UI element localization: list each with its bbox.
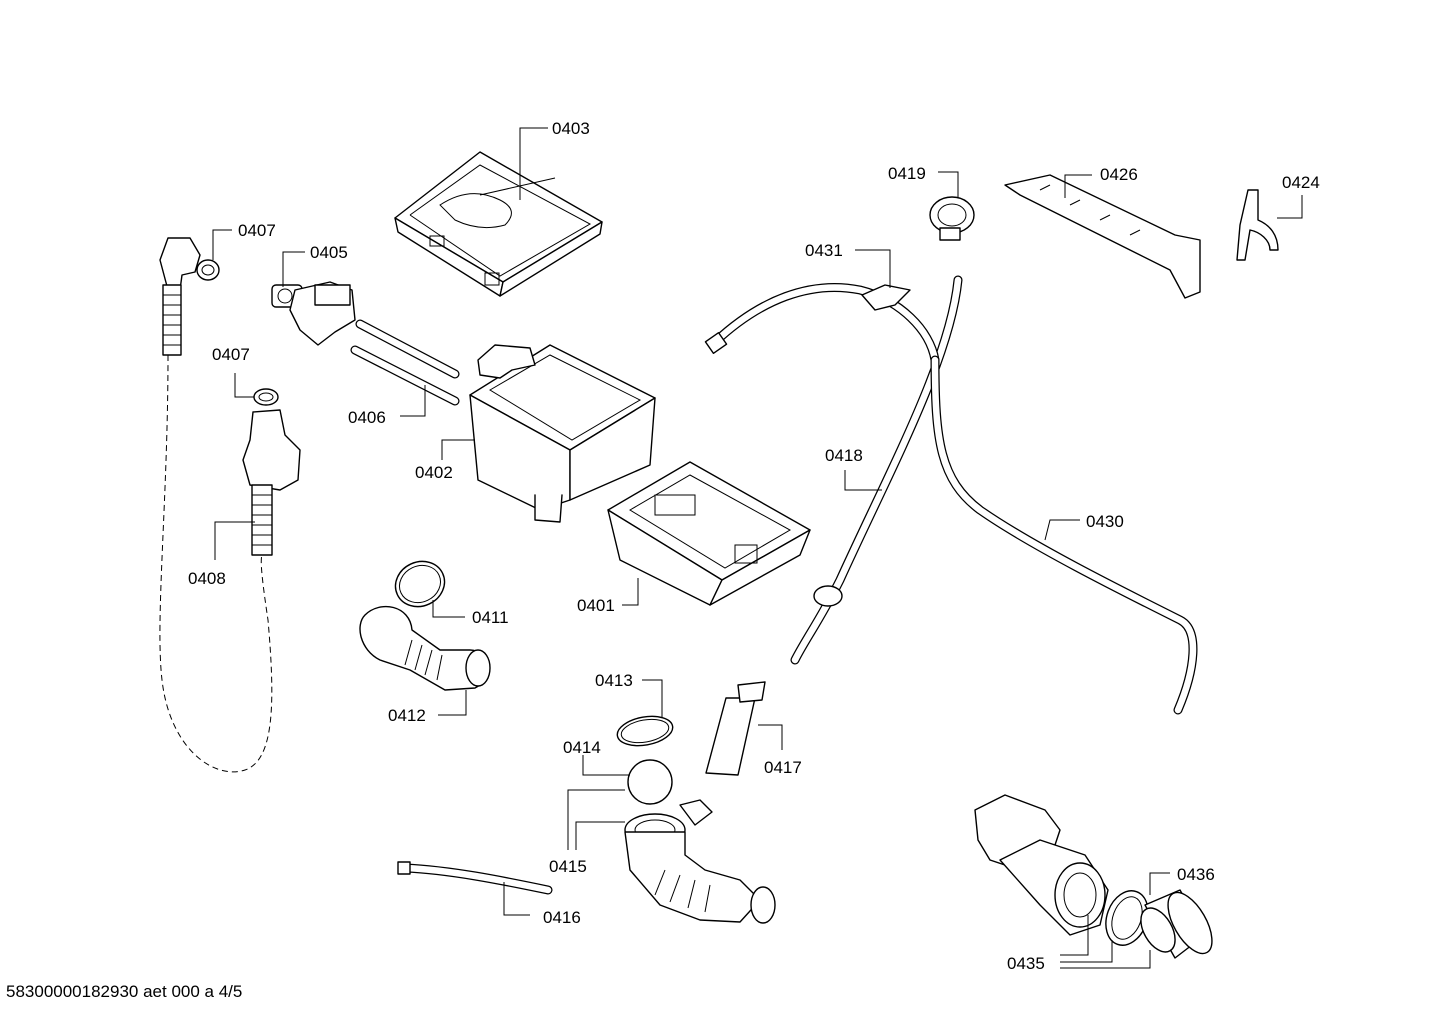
part-0417-sensor	[705, 681, 766, 776]
part-0408-hose-upper	[159, 237, 201, 356]
label-0431: 0431	[805, 241, 843, 260]
part-0412-bellows	[359, 605, 491, 691]
part-0411-ring	[394, 560, 446, 608]
hose-0408-dashed	[159, 354, 273, 773]
leader-0417	[758, 724, 783, 750]
leader-0411	[432, 600, 465, 618]
part-0426-bracket	[1004, 174, 1201, 299]
label-0411: 0411	[472, 608, 509, 627]
leader-0407-upper	[212, 229, 232, 260]
label-0412: 0412	[388, 706, 426, 725]
part-0416-hose	[397, 861, 553, 895]
leader-0407-lower	[234, 373, 254, 398]
label-0405: 0405	[310, 243, 348, 262]
leader-0405	[282, 251, 305, 287]
part-0414-ball	[627, 759, 673, 805]
label-0414: 0414	[563, 738, 601, 757]
leader-0415	[567, 789, 625, 850]
part-0407-upper	[196, 259, 220, 281]
part-0424-clip	[1236, 189, 1279, 261]
leader-0435b	[1060, 940, 1113, 963]
part-0406-hoses	[350, 319, 460, 406]
leader-0435c	[1060, 950, 1151, 969]
part-0436-filter	[1140, 889, 1213, 959]
label-0436: 0436	[1177, 865, 1215, 884]
part-0430-hose	[930, 355, 1198, 715]
document-footer-id: 58300000182930 aet 000 a 4/5	[6, 982, 243, 1001]
label-0403: 0403	[552, 119, 590, 138]
part-0436-ring	[1105, 890, 1149, 946]
leader-0430	[1044, 519, 1080, 541]
part-0413-ring	[616, 715, 674, 747]
label-0424: 0424	[1282, 173, 1320, 192]
part-0403-tray	[394, 151, 603, 297]
leader-0414	[582, 755, 630, 776]
part-0408-fitting	[242, 409, 301, 556]
leader-0412	[438, 690, 467, 716]
label-0413: 0413	[595, 671, 633, 690]
part-0405-valve	[271, 281, 356, 346]
leader-0419	[938, 171, 959, 198]
leader-0402	[441, 439, 475, 460]
part-0419-pressure-switch	[929, 196, 975, 241]
label-0435: 0435	[1007, 954, 1045, 973]
leader-0406	[400, 385, 426, 417]
label-0418: 0418	[825, 446, 863, 465]
leader-0426	[1064, 174, 1092, 198]
label-0406: 0406	[348, 408, 386, 427]
part-0402-housing	[469, 344, 656, 523]
label-0426: 0426	[1100, 165, 1138, 184]
leader-0413	[642, 679, 663, 717]
leader-0416	[503, 882, 530, 916]
label-0407-upper: 0407	[238, 221, 276, 240]
leader-0431	[855, 249, 891, 288]
leader-0436	[1149, 872, 1170, 895]
part-0415-sump	[624, 799, 776, 924]
label-0402: 0402	[415, 463, 453, 482]
label-0407-lower: 0407	[212, 345, 250, 364]
part-0431-hose	[704, 282, 940, 365]
part-0418-hose	[790, 275, 963, 665]
leader-0408	[214, 521, 255, 560]
label-0430: 0430	[1086, 512, 1124, 531]
part-0435-pump	[974, 794, 1109, 936]
leader-0435a	[1060, 915, 1089, 956]
part-0407-lower	[253, 388, 279, 406]
leader-0415b	[575, 821, 625, 850]
leader-0403	[519, 127, 548, 200]
label-0401: 0401	[577, 596, 615, 615]
leader-0418	[844, 470, 882, 491]
label-0416: 0416	[543, 908, 581, 927]
label-0415: 0415	[549, 857, 587, 876]
label-0408: 0408	[188, 569, 226, 588]
label-0419: 0419	[888, 164, 926, 183]
leader-0401	[622, 578, 639, 606]
label-0417: 0417	[764, 758, 802, 777]
part-0401-drawer	[607, 461, 811, 606]
leader-0424	[1277, 195, 1303, 219]
